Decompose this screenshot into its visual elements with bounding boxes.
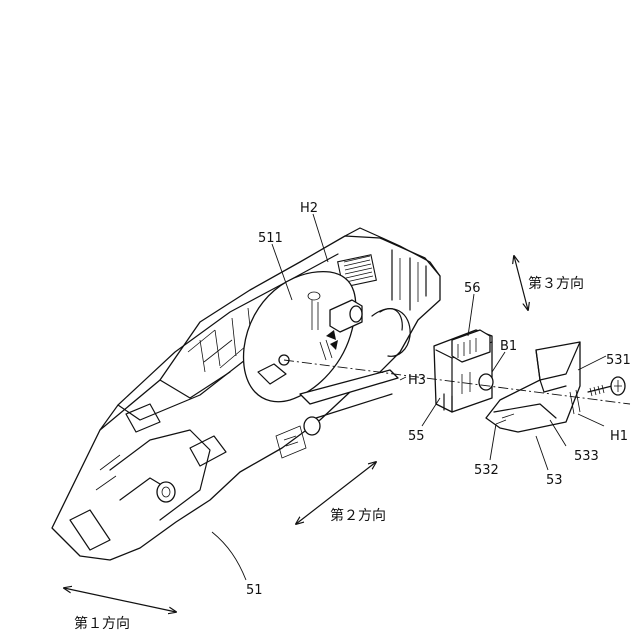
- label-533: 533: [574, 449, 599, 464]
- label-b1: B1: [500, 339, 517, 354]
- connector-55: [434, 330, 493, 412]
- label-531: 531: [606, 353, 631, 368]
- screw: [588, 377, 625, 396]
- label-third-direction: 第３方向: [528, 275, 584, 292]
- label-55: 55: [408, 429, 425, 444]
- label-second-direction: 第２方向: [330, 507, 386, 524]
- label-532: 532: [474, 463, 499, 478]
- label-h2: H2: [300, 201, 318, 216]
- label-h3: H3: [408, 373, 426, 388]
- label-h1: H1: [610, 429, 628, 444]
- label-56: 56: [464, 281, 481, 296]
- label-511: 511: [258, 231, 283, 246]
- label-first-direction: 第１方向: [74, 615, 130, 632]
- first-direction-arrow: [64, 588, 176, 612]
- label-53: 53: [546, 473, 563, 488]
- bracket-53: [486, 342, 580, 432]
- label-51: 51: [246, 583, 263, 598]
- third-direction-arrow: [514, 256, 528, 310]
